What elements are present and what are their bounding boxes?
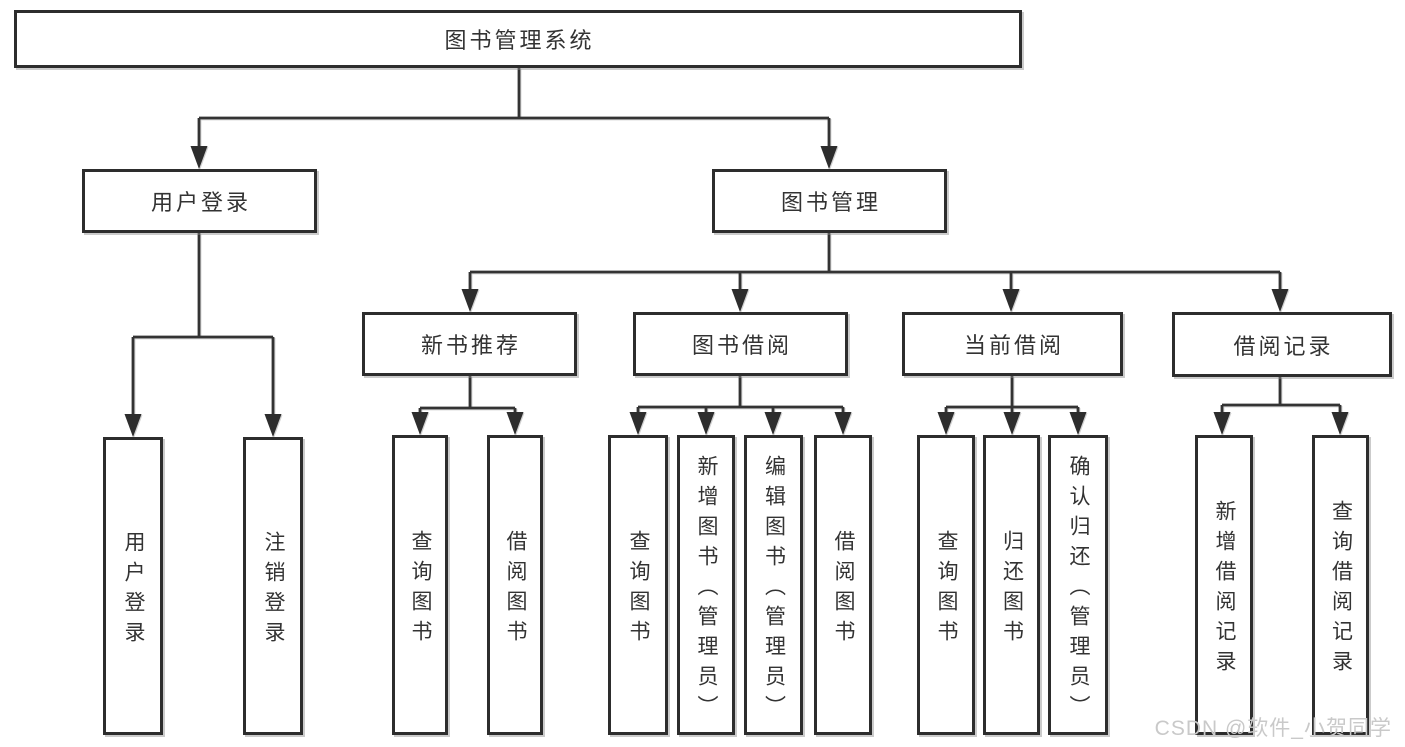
node-user-login: 用户登录	[82, 169, 317, 233]
node-user-login-action: 用户登录	[103, 437, 163, 735]
node-current-borrowing: 当前借阅	[902, 312, 1123, 376]
node-borrow-books-borrowing: 借阅图书	[814, 435, 872, 735]
node-borrow-books-recommend: 借阅图书	[487, 435, 543, 735]
node-book-borrowing: 图书借阅	[633, 312, 848, 376]
node-add-borrow-record: 新增借阅记录	[1195, 435, 1253, 735]
node-add-books-admin: 新增图书（管理员）	[677, 435, 735, 735]
node-new-book-recommend: 新书推荐	[362, 312, 577, 376]
node-query-borrow-record: 查询借阅记录	[1312, 435, 1369, 735]
node-query-books-recommend: 查询图书	[392, 435, 448, 735]
node-library-system: 图书管理系统	[14, 10, 1022, 68]
node-query-books-borrowing: 查询图书	[608, 435, 668, 735]
node-confirm-return-admin: 确认归还（管理员）	[1048, 435, 1108, 735]
node-logout-action: 注销登录	[243, 437, 303, 735]
node-edit-books-admin: 编辑图书（管理员）	[744, 435, 803, 735]
connector-line-paths	[131, 68, 1342, 420]
node-return-books: 归还图书	[983, 435, 1040, 735]
node-book-management: 图书管理	[712, 169, 947, 233]
node-borrow-records: 借阅记录	[1172, 312, 1392, 377]
node-query-books-current: 查询图书	[917, 435, 975, 735]
watermark: CSDN @软件_小贺同学	[1154, 717, 1392, 740]
arrow-down-icons	[124, 146, 1349, 437]
